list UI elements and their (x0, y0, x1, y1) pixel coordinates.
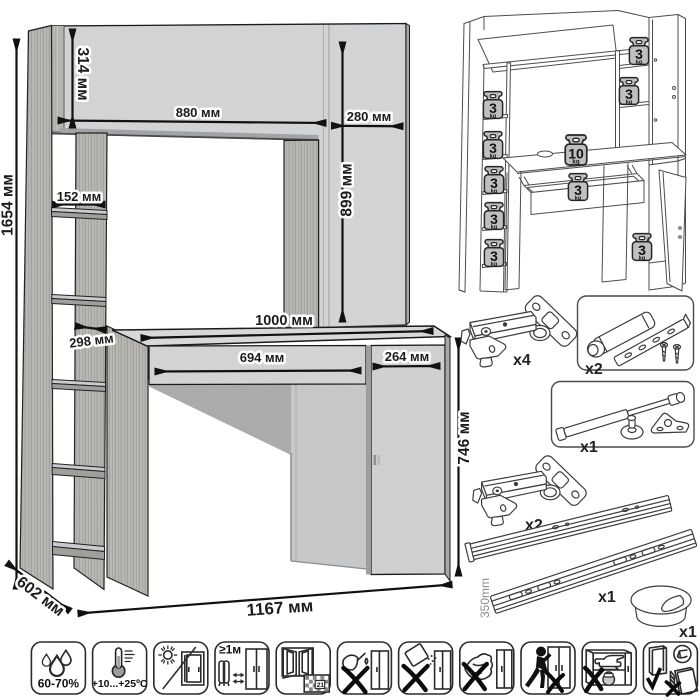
svg-text:10: 10 (568, 146, 584, 162)
svg-text:280 мм: 280 мм (347, 109, 392, 124)
svg-text:694 мм: 694 мм (240, 350, 285, 365)
svg-text:x1: x1 (679, 624, 697, 641)
svg-text:x1: x1 (598, 589, 616, 606)
svg-text:kg: kg (572, 159, 579, 166)
svg-text:314 мм: 314 мм (74, 47, 91, 100)
svg-text:264 мм: 264 мм (385, 349, 430, 364)
svg-text:x2: x2 (585, 361, 603, 378)
svg-text:152 мм: 152 мм (57, 189, 102, 204)
svg-text:1000 мм: 1000 мм (255, 313, 313, 329)
svg-text:899 мм: 899 мм (339, 163, 356, 216)
svg-text:+10...+25ºC: +10...+25ºC (92, 678, 148, 690)
svg-text:21: 21 (317, 682, 325, 689)
svg-text:746 мм: 746 мм (456, 411, 473, 464)
svg-text:880 мм: 880 мм (176, 105, 221, 120)
svg-text:x4: x4 (513, 352, 531, 369)
svg-text:1654 мм: 1654 мм (0, 174, 17, 236)
svg-text:≥1м: ≥1м (219, 643, 241, 657)
svg-text:60-70%: 60-70% (38, 677, 80, 691)
svg-text:x1: x1 (580, 439, 598, 456)
svg-text:350mm: 350mm (478, 578, 492, 618)
